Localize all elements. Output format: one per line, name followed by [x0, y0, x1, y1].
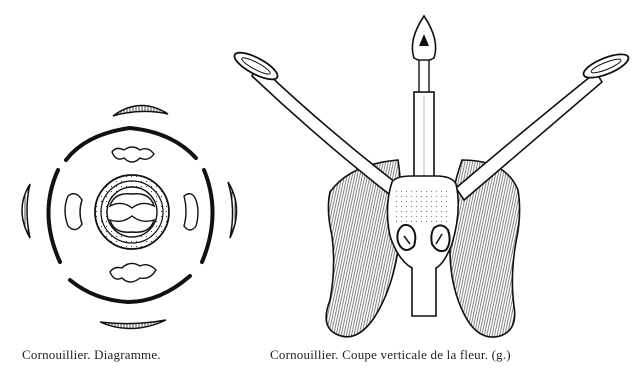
sepal-left — [22, 184, 30, 238]
stamen-top — [112, 147, 154, 162]
filament-left — [252, 66, 400, 198]
petal-right — [202, 170, 213, 262]
anther-right — [581, 50, 631, 83]
locule-right-section — [431, 225, 449, 251]
flower-section — [231, 16, 631, 337]
stigma-neck — [419, 60, 429, 92]
locule-left-section — [397, 225, 415, 250]
stamen-right — [184, 194, 198, 230]
caption-section: Cornouillier. Coupe verticale de la fleu… — [270, 347, 511, 363]
sepal-right — [228, 182, 237, 238]
stamen-bottom — [110, 263, 156, 282]
caption-diagram: Cornouillier. Diagramme. — [22, 347, 161, 363]
petal-left — [48, 170, 60, 262]
sepal-bottom — [100, 320, 166, 329]
filament-right — [456, 72, 602, 200]
sepal-top — [113, 105, 168, 116]
stamen-left — [65, 194, 82, 230]
floral-diagram — [22, 105, 237, 328]
receptacle-dots — [396, 190, 450, 224]
